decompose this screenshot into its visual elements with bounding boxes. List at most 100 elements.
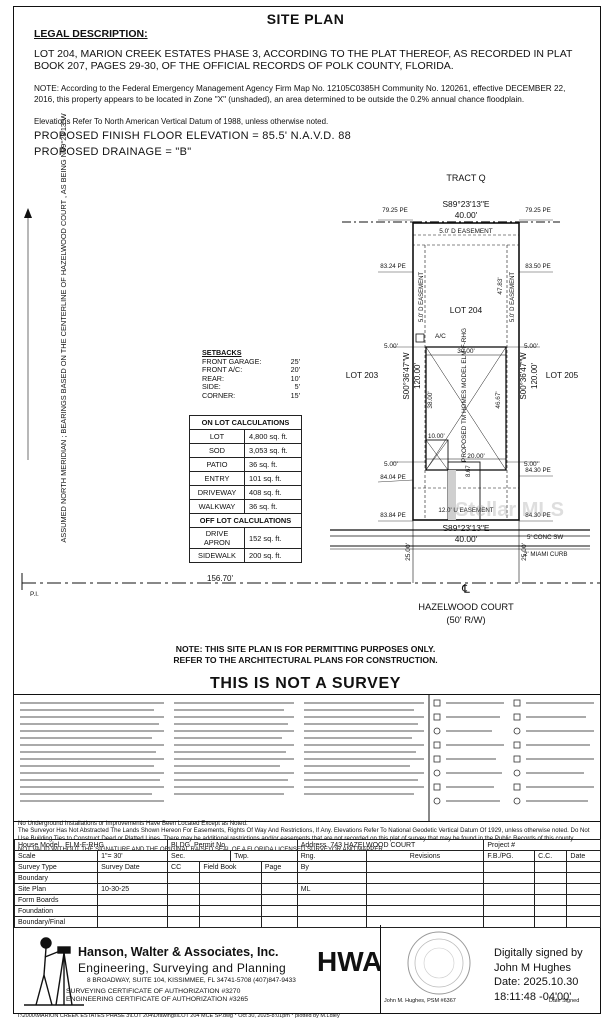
rear-easement: 5.0' D EASEMENT <box>439 228 493 235</box>
side-setback-west: 5.00' <box>384 343 398 350</box>
company-address: 8 BROADWAY, SUITE 104, KISSIMMEE, FL 347… <box>87 977 296 984</box>
setbacks-heading: SETBACKS <box>202 348 242 357</box>
date-signed-label: Date Signed <box>549 998 580 1004</box>
hwa-logo: HWA <box>317 946 380 977</box>
sheet-border <box>13 6 601 1014</box>
table-row: Foundation <box>13 905 601 917</box>
house-depth-east: 46.67' <box>495 391 502 408</box>
table-row: Boundary/Final <box>13 916 601 928</box>
proposed-drainage: PROPOSED DRAINAGE = "B" <box>34 146 192 158</box>
svg-text:HWA: HWA <box>317 946 380 977</box>
company-block: HWA <box>24 937 380 1006</box>
house-width: 30.00' <box>457 348 475 355</box>
rear-setback: 47.83' <box>497 277 504 294</box>
legal-heading: LEGAL DESCRIPTION: <box>34 28 148 40</box>
side-setback-west-2: 5.00' <box>384 461 398 468</box>
elevation-note: Elevations Refer To North American Verti… <box>34 117 329 126</box>
east-line-distance: 120.00' <box>530 363 539 389</box>
curb-label: 2' MIAMI CURB <box>524 551 567 558</box>
table-row: Form Boards <box>13 894 601 906</box>
pi-label: P.I. <box>30 591 39 598</box>
east-easement: 5.0' D EASEMENT <box>510 272 516 322</box>
address: 743 HAZELWOOD COURT <box>330 841 416 849</box>
pe-nw: 79.25 PE <box>382 207 407 214</box>
sidewalk-label: 5' CONC SW <box>527 534 563 541</box>
east-line-bearing: S00°36'47"W <box>519 352 528 400</box>
project-info-table: House Model ELM-F-RHG BLDG. Permit No. A… <box>13 839 601 928</box>
off-lot-heading: OFF LOT CALCULATIONS <box>189 513 302 528</box>
house-depth: 38.00' <box>427 391 434 408</box>
west-line-bearing: S00°36'47"W <box>402 352 411 400</box>
surveyor-icon <box>24 937 84 1006</box>
row-dim-west: 25.00' <box>405 543 412 561</box>
pe-sw: 83.84 PE <box>380 512 405 519</box>
project-number: Project # <box>483 839 601 851</box>
not-a-survey-banner: THIS IS NOT A SURVEY <box>210 675 401 692</box>
ac-label: A/C <box>435 333 446 340</box>
lot-203-label: LOT 203 <box>346 370 379 380</box>
surveyor-name: John M. Hughes, PSM #6367 <box>384 998 456 1004</box>
company-name: Hanson, Walter & Associates, Inc. <box>78 945 279 959</box>
lot-label: LOT 204 <box>450 305 483 315</box>
bldg-permit: BLDG. Permit No. <box>167 839 298 851</box>
abbreviation-legend <box>14 694 600 822</box>
house-model: ELM-F-RHG <box>65 841 104 849</box>
pi-distance: 156.70' <box>207 574 233 583</box>
lot-205-label: LOT 205 <box>546 370 579 380</box>
right-of-way: (50' R/W) <box>446 614 485 625</box>
legal-description: LOT 204, MARION CREEK ESTATES PHASE 3, A… <box>34 48 573 72</box>
surveyor-seal-icon <box>407 931 471 995</box>
south-distance: 40.00' <box>455 534 478 544</box>
side-setback-east-2: 5.00' <box>524 461 538 468</box>
setback-row: FRONT A/C:20' <box>202 365 300 375</box>
bearing-note: ASSUMED NORTH MERIDIAN ; BEARINGS BASED … <box>59 113 68 542</box>
scale: 1"= 30' <box>97 850 169 862</box>
setback-row: REAR:10' <box>202 373 300 383</box>
digital-signature: Digitally signed by John M Hughes Date: … <box>494 947 583 1003</box>
drawing-path: I:\2000\MARION CREEK ESTATES PHASE 3\LOT… <box>18 1013 340 1019</box>
company-tagline: Engineering, Surveying and Planning <box>78 961 286 975</box>
finish-floor-elevation: PROPOSED FINISH FLOOR ELEVATION = 85.5' … <box>34 130 352 142</box>
tract-label: TRACT Q <box>446 173 485 183</box>
centerline-symbol: ℄ <box>461 582 470 596</box>
company-certificates: SURVEYING CERTIFICATE OF AUTHORIZATION #… <box>66 988 249 1004</box>
table-row: Boundary <box>13 872 601 884</box>
setback-row: FRONT GARAGE:25' <box>202 356 300 366</box>
west-line-distance: 120.00' <box>413 363 422 389</box>
signature-block <box>380 925 602 1013</box>
dim-867: 8.67 <box>466 465 472 477</box>
west-easement: 5.0' D EASEMENT <box>419 272 425 322</box>
setback-row: SIDE:5' <box>202 382 300 392</box>
on-lot-heading: ON LOT CALCULATIONS <box>189 415 302 430</box>
proposed-house <box>425 346 507 471</box>
mls-watermark: Stellar MLS <box>455 499 564 521</box>
north-arrow <box>24 208 32 460</box>
south-bearing: S89°23'13"E <box>442 523 489 533</box>
utility-easement: 12.0' U EASEMENT <box>438 507 493 514</box>
setbacks-table: SETBACKS FRONT GARAGE:25' FRONT A/C:20' … <box>202 348 300 401</box>
row-dim-east: 25.00' <box>521 543 528 561</box>
pe-ne: 79.25 PE <box>525 207 550 214</box>
pe-se: 84.30 PE <box>525 512 550 519</box>
pe-e1: 83.50 PE <box>525 263 550 270</box>
flood-note: NOTE: According to the Federal Emergency… <box>34 84 566 104</box>
pe-w1: 83.24 PE <box>380 263 405 270</box>
pe-w2: 84.04 PE <box>380 474 405 481</box>
front-setback: 20.00' <box>467 453 485 460</box>
setback-row: CORNER:15' <box>202 390 300 400</box>
site-plan-drawing: TRACT Q S89°23'13"E 40.00' 5.0' D EASEME… <box>21 113 600 625</box>
page-title: SITE PLAN <box>266 11 345 27</box>
north-bearing: S89°23'13"E <box>442 199 489 209</box>
north-distance: 40.00' <box>455 210 478 220</box>
pe-e2: 84.30 PE <box>525 467 550 474</box>
